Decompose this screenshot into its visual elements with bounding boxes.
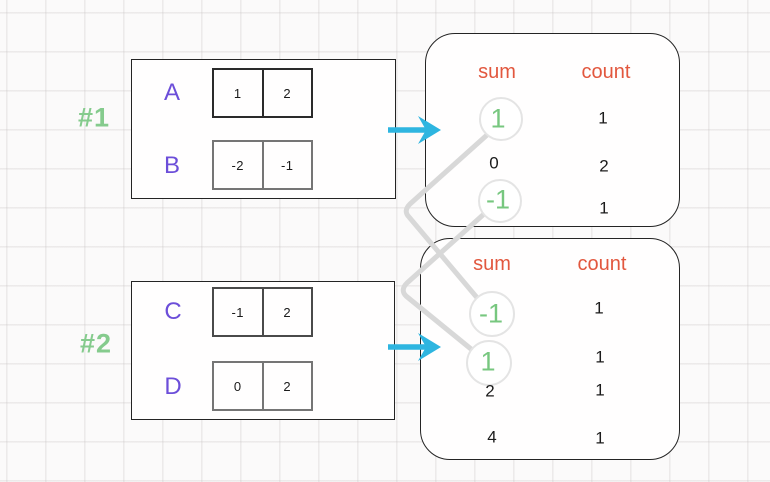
count-value: 1 (594, 298, 604, 318)
count-value: 1 (599, 198, 609, 218)
array-c-cells: -1 2 (212, 287, 313, 337)
array-b-cells: -2 -1 (212, 140, 313, 190)
sum-value-circled: -1 (485, 184, 511, 215)
count-value: 1 (595, 428, 605, 448)
cell-value: 2 (261, 289, 312, 335)
group-1-label: #1 (77, 102, 111, 133)
sum-value-circled: 1 (480, 346, 496, 377)
array-label-c: C (164, 298, 182, 325)
sum-header: sum (478, 61, 516, 83)
sum-header: sum (473, 253, 511, 275)
cell-value: -2 (231, 157, 245, 173)
cell-value: 2 (261, 70, 312, 116)
cell-value: -1 (231, 304, 245, 320)
cell-value: 2 (261, 363, 312, 409)
cell-value: 1 (233, 85, 242, 101)
sum-value-circled: 1 (490, 103, 506, 134)
sum-value: 0 (489, 153, 499, 173)
array-label-b: B (163, 152, 181, 179)
count-value: 1 (595, 380, 605, 400)
cell-value: -1 (261, 142, 312, 188)
sum-value: 2 (485, 381, 495, 401)
result-table-1-box (425, 33, 680, 227)
array-a-cells: 1 2 (212, 68, 313, 118)
result-table-2-box (420, 238, 680, 460)
count-header: count (577, 253, 627, 275)
count-header: count (581, 61, 631, 83)
array-d-cells: 0 2 (212, 361, 313, 411)
group-2-label: #2 (79, 328, 113, 359)
array-label-a: A (163, 79, 181, 106)
sum-value-circled: -1 (478, 298, 504, 329)
cell-value: 0 (233, 378, 242, 394)
array-label-d: D (164, 373, 182, 400)
count-value: 2 (599, 156, 609, 176)
count-value: 1 (598, 108, 608, 128)
count-value: 1 (595, 347, 605, 367)
sum-value: 4 (487, 427, 497, 447)
